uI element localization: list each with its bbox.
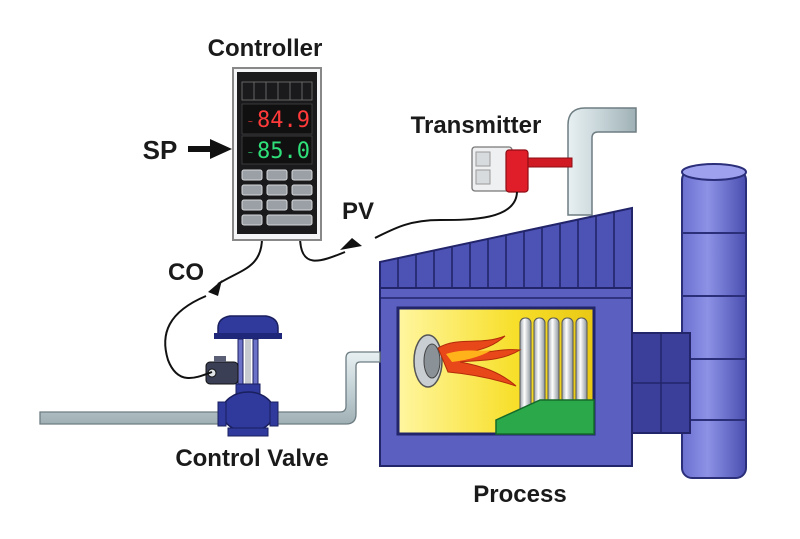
svg-text:~: ~	[248, 148, 253, 157]
sp-label: SP	[143, 135, 178, 165]
transmitter-label: Transmitter	[411, 112, 542, 139]
pv-arrow-icon	[340, 238, 362, 250]
control-valve-label: Control Valve	[175, 445, 328, 472]
pv-label: PV	[342, 198, 374, 225]
exhaust-pipe	[567, 107, 637, 216]
flame-icon	[437, 335, 522, 387]
controller-pv-readout: 84.9	[257, 108, 310, 133]
controller-sp-readout: 85.0	[257, 139, 310, 164]
controller-label: Controller	[208, 35, 323, 62]
transmitter	[471, 146, 573, 193]
controller-device: ~ ~ 84.9 85.0	[232, 67, 322, 241]
co-label: CO	[168, 259, 204, 286]
control-valve	[205, 315, 282, 437]
co-arrow-icon	[208, 280, 222, 296]
svg-text:~: ~	[248, 117, 253, 126]
process-furnace	[379, 206, 691, 467]
process-pipe	[39, 351, 381, 425]
signal-wires	[164, 191, 518, 380]
process-label: Process	[473, 481, 566, 508]
storage-column	[681, 163, 747, 479]
sp-arrow-icon	[188, 139, 232, 159]
